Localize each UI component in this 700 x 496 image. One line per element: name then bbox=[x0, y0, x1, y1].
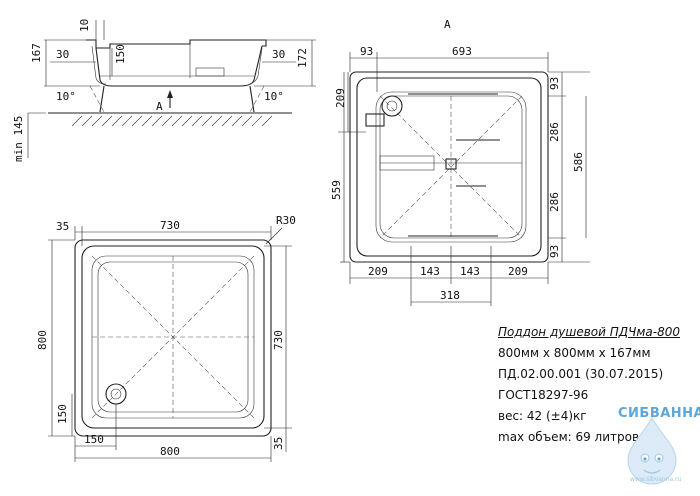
logo-name: СИБВАННА bbox=[618, 406, 700, 421]
product-size: 800мм x 800мм x 167мм bbox=[498, 346, 651, 360]
top-dim-730-top: 730 bbox=[160, 219, 180, 232]
product-volume: max объем: 69 литров bbox=[498, 430, 640, 444]
product-code: ПД.02.00.001 (30.07.2015) bbox=[498, 367, 664, 381]
side-dim-min145: min 145 bbox=[12, 116, 25, 162]
side-dim-172: 172 bbox=[296, 48, 309, 68]
top-dim-150-horizontal: 150 bbox=[84, 433, 104, 446]
view-a-dim-143-left: 143 bbox=[420, 265, 440, 278]
side-dim-30-left: 30 bbox=[56, 48, 69, 61]
product-gost: ГОСТ18297-96 bbox=[498, 388, 589, 402]
side-view: 167 30 10 150 30 172 10° 10° min 145 А bbox=[12, 19, 316, 162]
top-dim-r30: R30 bbox=[276, 214, 296, 227]
top-dim-800-bottom: 800 bbox=[160, 445, 180, 458]
view-a-dim-209-bottom-left: 209 bbox=[368, 265, 388, 278]
view-a-dim-209-bottom-right: 209 bbox=[508, 265, 528, 278]
top-dim-150-vertical: 150 bbox=[56, 404, 69, 424]
floor-hatching bbox=[71, 115, 273, 127]
view-a-dim-286-top: 286 bbox=[548, 122, 561, 142]
view-a-dim-93-right-bottom: 93 bbox=[548, 245, 561, 258]
side-angle-right: 10° bbox=[264, 90, 284, 103]
side-dim-150: 150 bbox=[114, 44, 127, 64]
view-a-dim-209-left: 209 bbox=[334, 88, 347, 108]
view-a-dim-559: 559 bbox=[330, 180, 343, 200]
drain-outlet-icon bbox=[381, 95, 403, 117]
view-a-dim-586: 586 bbox=[572, 152, 585, 172]
top-dim-35: 35 bbox=[56, 220, 69, 233]
product-weight: вес: 42 (±4)кг bbox=[498, 409, 587, 423]
side-angle-left: 10° bbox=[56, 90, 76, 103]
view-a-dim-93-right-top: 93 bbox=[548, 77, 561, 90]
top-view: 35 730 R30 800 730 150 150 800 35 bbox=[36, 214, 296, 462]
top-dim-35-bottom: 35 bbox=[272, 437, 285, 450]
top-dim-800-left: 800 bbox=[36, 330, 49, 350]
view-a: А 93 693 209 559 93 286 586 286 93 209 1… bbox=[330, 18, 590, 306]
side-dim-10: 10 bbox=[78, 19, 91, 32]
view-a-label: А bbox=[444, 18, 451, 31]
product-info-block: Поддон душевой ПДЧма-800 800мм x 800мм x… bbox=[498, 322, 680, 448]
side-dim-167: 167 bbox=[30, 43, 43, 63]
sibvanna-logo: СИБВАННА www.sibvanna.ru bbox=[604, 398, 700, 492]
view-a-dim-693: 693 bbox=[452, 45, 472, 58]
water-drop-mascot-icon bbox=[627, 416, 677, 485]
top-dim-730-right: 730 bbox=[272, 330, 285, 350]
view-a-dim-286-bottom: 286 bbox=[548, 192, 561, 212]
side-section-label: А bbox=[156, 100, 163, 113]
view-a-dim-93-top: 93 bbox=[360, 45, 373, 58]
logo-site: www.sibvanna.ru bbox=[630, 476, 682, 483]
view-a-dim-318: 318 bbox=[440, 289, 460, 302]
side-dim-30-right: 30 bbox=[272, 48, 285, 61]
view-a-dim-143-right: 143 bbox=[460, 265, 480, 278]
product-title: Поддон душевой ПДЧма-800 bbox=[498, 325, 681, 339]
